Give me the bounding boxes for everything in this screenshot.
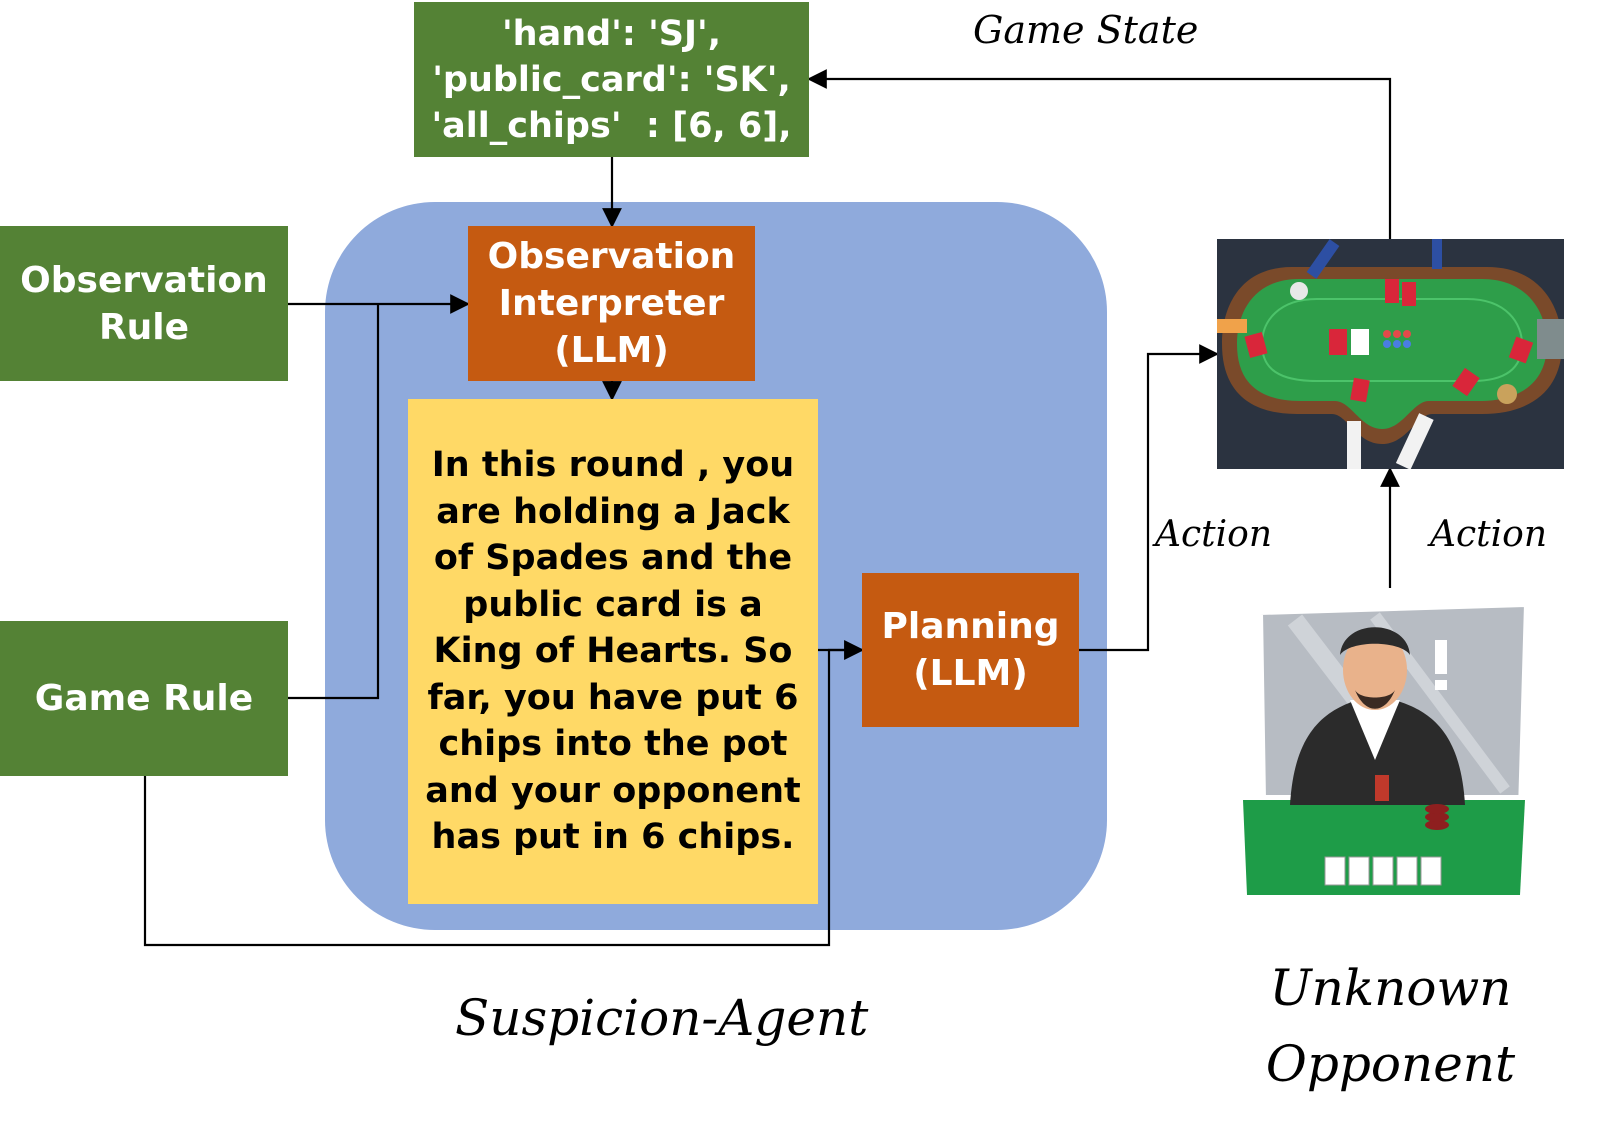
poker-table-icon bbox=[1217, 239, 1564, 469]
arrow-planning-to-table bbox=[1079, 344, 1219, 652]
game-state-label: Game State bbox=[973, 8, 1199, 52]
game-rule-box: Game Rule bbox=[0, 621, 288, 776]
line-gamerule-to-interpreter bbox=[288, 304, 380, 700]
action-label-right: Action bbox=[1430, 514, 1547, 555]
suspicion-agent-label: Suspicion-Agent bbox=[455, 989, 869, 1047]
unknown-opponent-label: Unknown Opponent bbox=[1265, 959, 1516, 1093]
opponent-icon bbox=[1230, 600, 1531, 898]
observation-rule-box: Observation Rule bbox=[0, 226, 288, 381]
observation-interpreter-box: Observation Interpreter (LLM) bbox=[468, 226, 755, 381]
game-state-box: 'hand': 'SJ', 'public_card': 'SK', 'all_… bbox=[414, 2, 809, 157]
game-state-line: 'all_chips' : [6, 6], bbox=[431, 105, 792, 146]
arrow-table-to-state bbox=[807, 69, 1392, 240]
action-label-left: Action bbox=[1155, 514, 1272, 555]
observation-text-box: In this round , you are holding a Jack o… bbox=[408, 399, 818, 904]
game-state-line: 'public_card': 'SK', bbox=[432, 59, 791, 100]
planning-box: Planning (LLM) bbox=[862, 573, 1079, 727]
game-state-line: 'hand': 'SJ', bbox=[501, 13, 722, 54]
